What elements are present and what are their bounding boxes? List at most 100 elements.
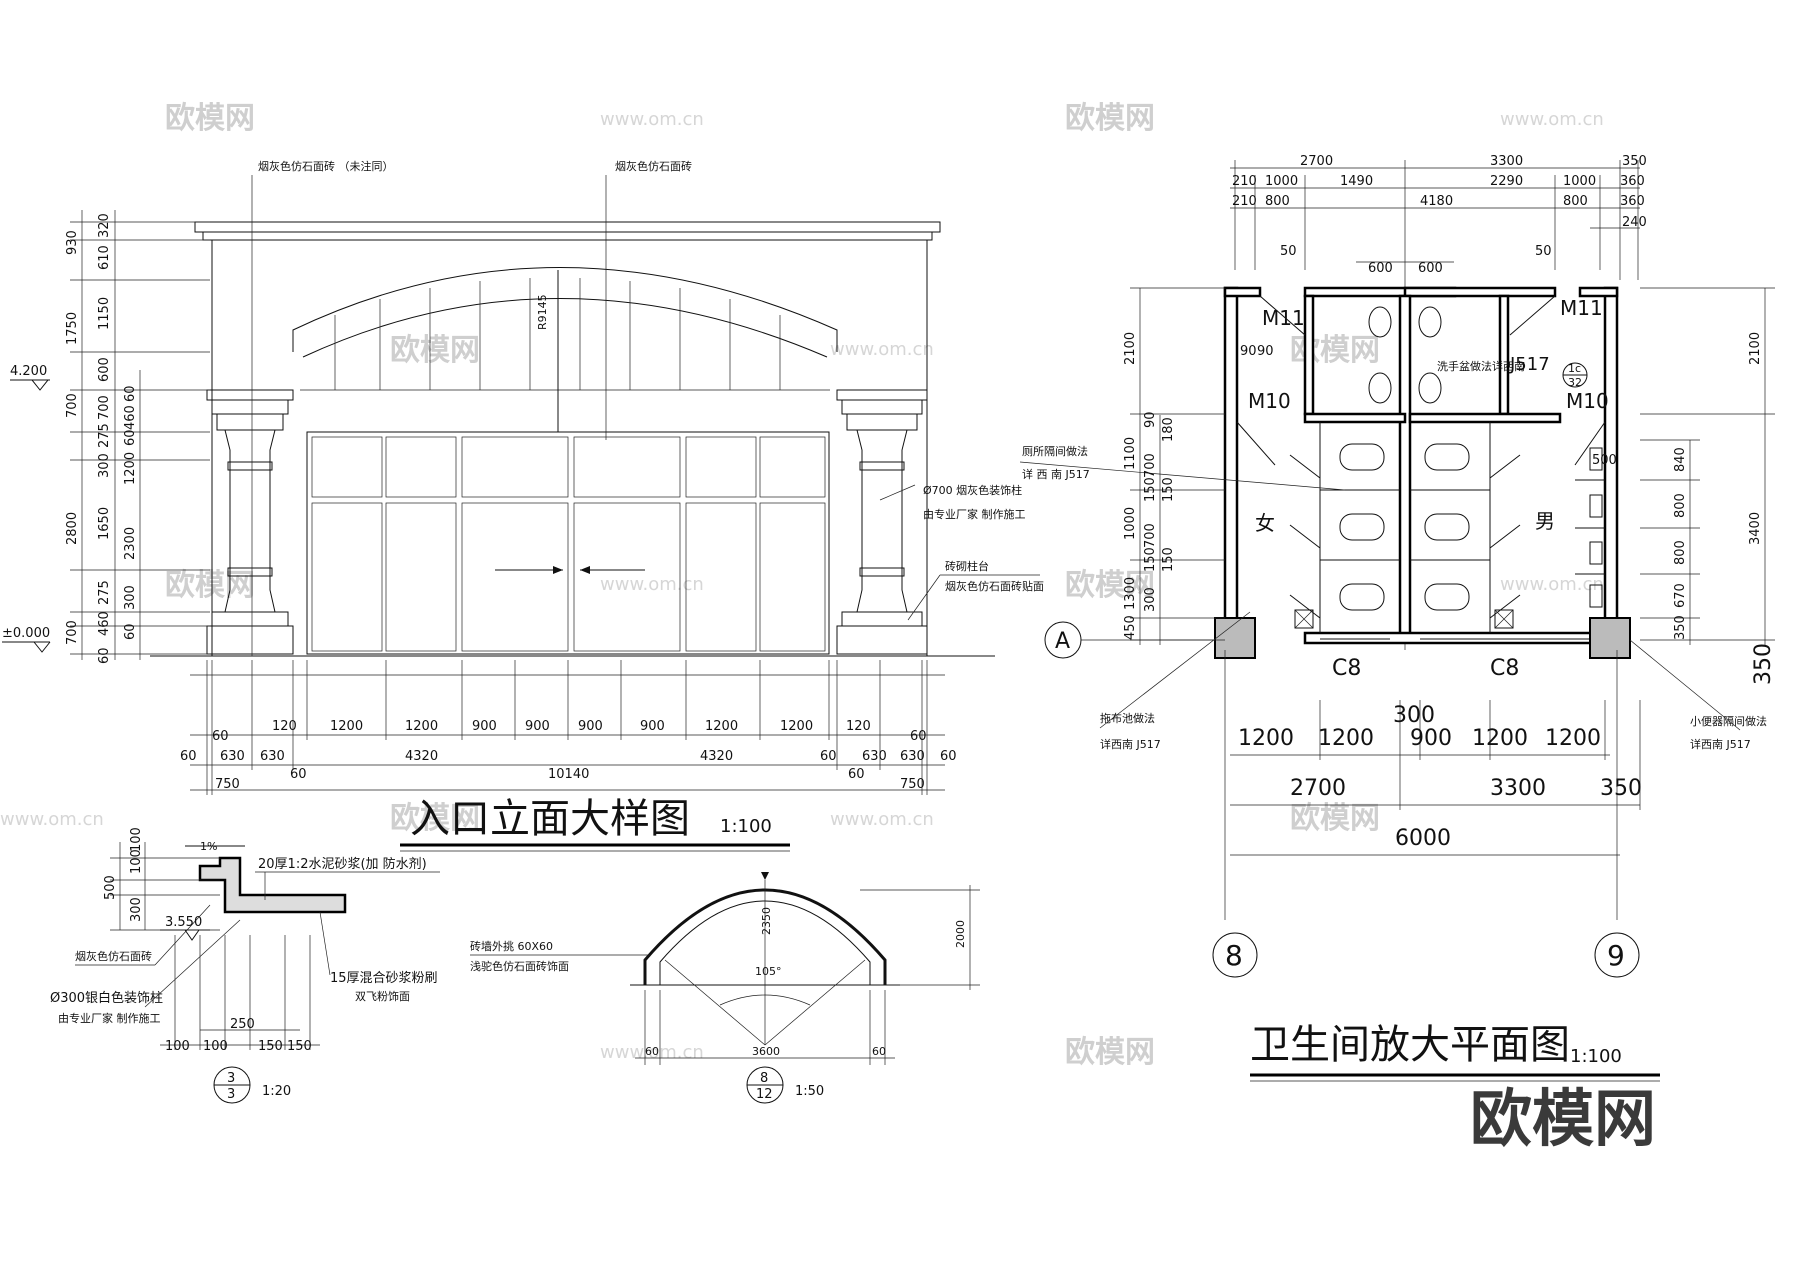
svg-text:1300: 1300 <box>1123 577 1138 610</box>
watermark-logo: 欧模网 <box>165 101 255 136</box>
plan-title: 卫生间放大平面图 <box>1250 1022 1570 1068</box>
arch-radius-label: R9145 <box>536 294 549 330</box>
svg-text:670: 670 <box>1673 583 1688 608</box>
level-zero: ±0.000 <box>2 626 50 641</box>
svg-text:60: 60 <box>940 749 957 764</box>
svg-text:3: 3 <box>227 1087 235 1102</box>
svg-text:610: 610 <box>97 245 112 270</box>
svg-text:460: 460 <box>123 405 138 430</box>
glass-storefront <box>306 431 830 655</box>
elevation-arch <box>292 267 838 352</box>
svg-text:900: 900 <box>1410 726 1452 751</box>
svg-text:3400: 3400 <box>1748 512 1763 545</box>
svg-text:8: 8 <box>760 1071 768 1086</box>
svg-text:12: 12 <box>756 1087 773 1102</box>
svg-text:2300: 2300 <box>123 527 138 560</box>
svg-text:60: 60 <box>180 749 197 764</box>
svg-text:60: 60 <box>123 623 138 640</box>
svg-text:300: 300 <box>123 585 138 610</box>
room-male: 男 <box>1535 509 1555 533</box>
svg-text:8: 8 <box>1225 939 1243 972</box>
svg-text:M11: M11 <box>1262 306 1305 330</box>
svg-text:2100: 2100 <box>1123 332 1138 365</box>
svg-text:150: 150 <box>1143 547 1158 572</box>
detail8-scale: 1:50 <box>795 1084 824 1099</box>
svg-text:350: 350 <box>1751 643 1776 685</box>
svg-text:1000: 1000 <box>1563 174 1596 189</box>
detail8-width: 3600 <box>752 1045 780 1058</box>
svg-text:1000: 1000 <box>1265 174 1298 189</box>
svg-text:4320: 4320 <box>700 749 733 764</box>
detail8-angle: 105° <box>755 965 782 978</box>
svg-text:750: 750 <box>215 777 240 792</box>
basin-note: 洗手盆做法详西南 <box>1437 359 1525 373</box>
svg-text:800: 800 <box>1673 493 1688 518</box>
svg-text:600: 600 <box>1418 261 1443 276</box>
detail3-note-col-1: Ø300银白色装饰柱 <box>50 990 163 1006</box>
svg-text:150: 150 <box>1161 547 1176 572</box>
svg-text:250: 250 <box>230 1017 255 1032</box>
svg-text:210: 210 <box>1232 174 1257 189</box>
svg-text:150: 150 <box>1161 477 1176 502</box>
watermark-url: www.om.cn <box>600 109 704 130</box>
entrance-elevation: R9145 烟灰色 <box>2 159 1044 852</box>
cornice-top <box>194 221 941 233</box>
plan-scale: 1:100 <box>1570 1046 1622 1067</box>
svg-text:详 西 南 J517: 详 西 南 J517 <box>1022 467 1090 481</box>
svg-text:90: 90 <box>1240 344 1257 359</box>
svg-text:150: 150 <box>1143 477 1158 502</box>
svg-text:C8: C8 <box>1332 656 1361 681</box>
svg-text:500: 500 <box>1592 453 1617 468</box>
svg-text:450: 450 <box>1123 615 1138 640</box>
svg-text:详西南 J517: 详西南 J517 <box>1100 737 1161 751</box>
watermark-url: www.om.cn <box>1500 574 1604 595</box>
svg-text:460: 460 <box>97 611 112 636</box>
svg-text:3300: 3300 <box>1490 776 1546 801</box>
detail-8-arch: 105° 2350 2000 砖墙外挑 60X60 浅驼色仿石面砖饰面 60 3… <box>470 872 980 1104</box>
callout-tile-unlabeled: 烟灰色仿石面砖 （未注同） <box>258 159 394 173</box>
left-column <box>206 389 294 655</box>
elevation-title: 入口立面大样图 <box>410 796 690 842</box>
svg-text:M10: M10 <box>1566 389 1609 413</box>
svg-text:50: 50 <box>1280 244 1297 259</box>
watermark-logo: 欧模网 <box>1065 1035 1155 1070</box>
column-note-2: 由专业厂家 制作施工 <box>923 507 1026 521</box>
svg-text:厕所隔间做法: 厕所隔间做法 <box>1022 444 1088 458</box>
svg-text:350: 350 <box>1600 776 1642 801</box>
svg-text:180: 180 <box>1161 417 1176 442</box>
detail8-note-1: 砖墙外挑 60X60 <box>470 939 553 953</box>
svg-text:900: 900 <box>472 719 497 734</box>
svg-text:9: 9 <box>1607 939 1625 972</box>
svg-text:800: 800 <box>1265 194 1290 209</box>
svg-text:1%: 1% <box>200 840 217 853</box>
svg-text:2800: 2800 <box>65 512 80 545</box>
room-female: 女 <box>1255 511 1275 535</box>
svg-text:1200: 1200 <box>1472 726 1528 751</box>
svg-text:275: 275 <box>97 580 112 605</box>
svg-text:M10: M10 <box>1248 389 1291 413</box>
squat-toilets <box>1339 443 1470 611</box>
svg-text:2700: 2700 <box>1300 154 1333 169</box>
plan-left-dims: 2100 1100 1000 1300 450 90 90 90 180 700… <box>1123 332 1274 640</box>
axis-bubble-9 <box>1594 932 1640 978</box>
svg-text:3300: 3300 <box>1490 154 1523 169</box>
svg-text:50: 50 <box>1535 244 1552 259</box>
svg-text:600: 600 <box>1368 261 1393 276</box>
svg-text:A: A <box>1055 629 1070 654</box>
watermark-url: www.om.cn <box>0 809 104 830</box>
svg-text:300: 300 <box>1393 703 1435 728</box>
svg-text:J517: J517 <box>1509 354 1550 375</box>
svg-text:900: 900 <box>578 719 603 734</box>
svg-text:60: 60 <box>290 767 307 782</box>
svg-text:800: 800 <box>1563 194 1588 209</box>
svg-text:10140: 10140 <box>548 767 589 782</box>
urinals <box>1575 447 1605 608</box>
svg-text:60: 60 <box>848 767 865 782</box>
svg-text:拖布池做法: 拖布池做法 <box>1100 711 1155 725</box>
watermark-logo: 欧模网 <box>165 568 255 603</box>
base-note-1: 砖砌柱台 <box>945 559 989 573</box>
svg-text:2700: 2700 <box>1290 776 1346 801</box>
svg-text:700: 700 <box>65 393 80 418</box>
watermark-url: www.om.cn <box>830 339 934 360</box>
